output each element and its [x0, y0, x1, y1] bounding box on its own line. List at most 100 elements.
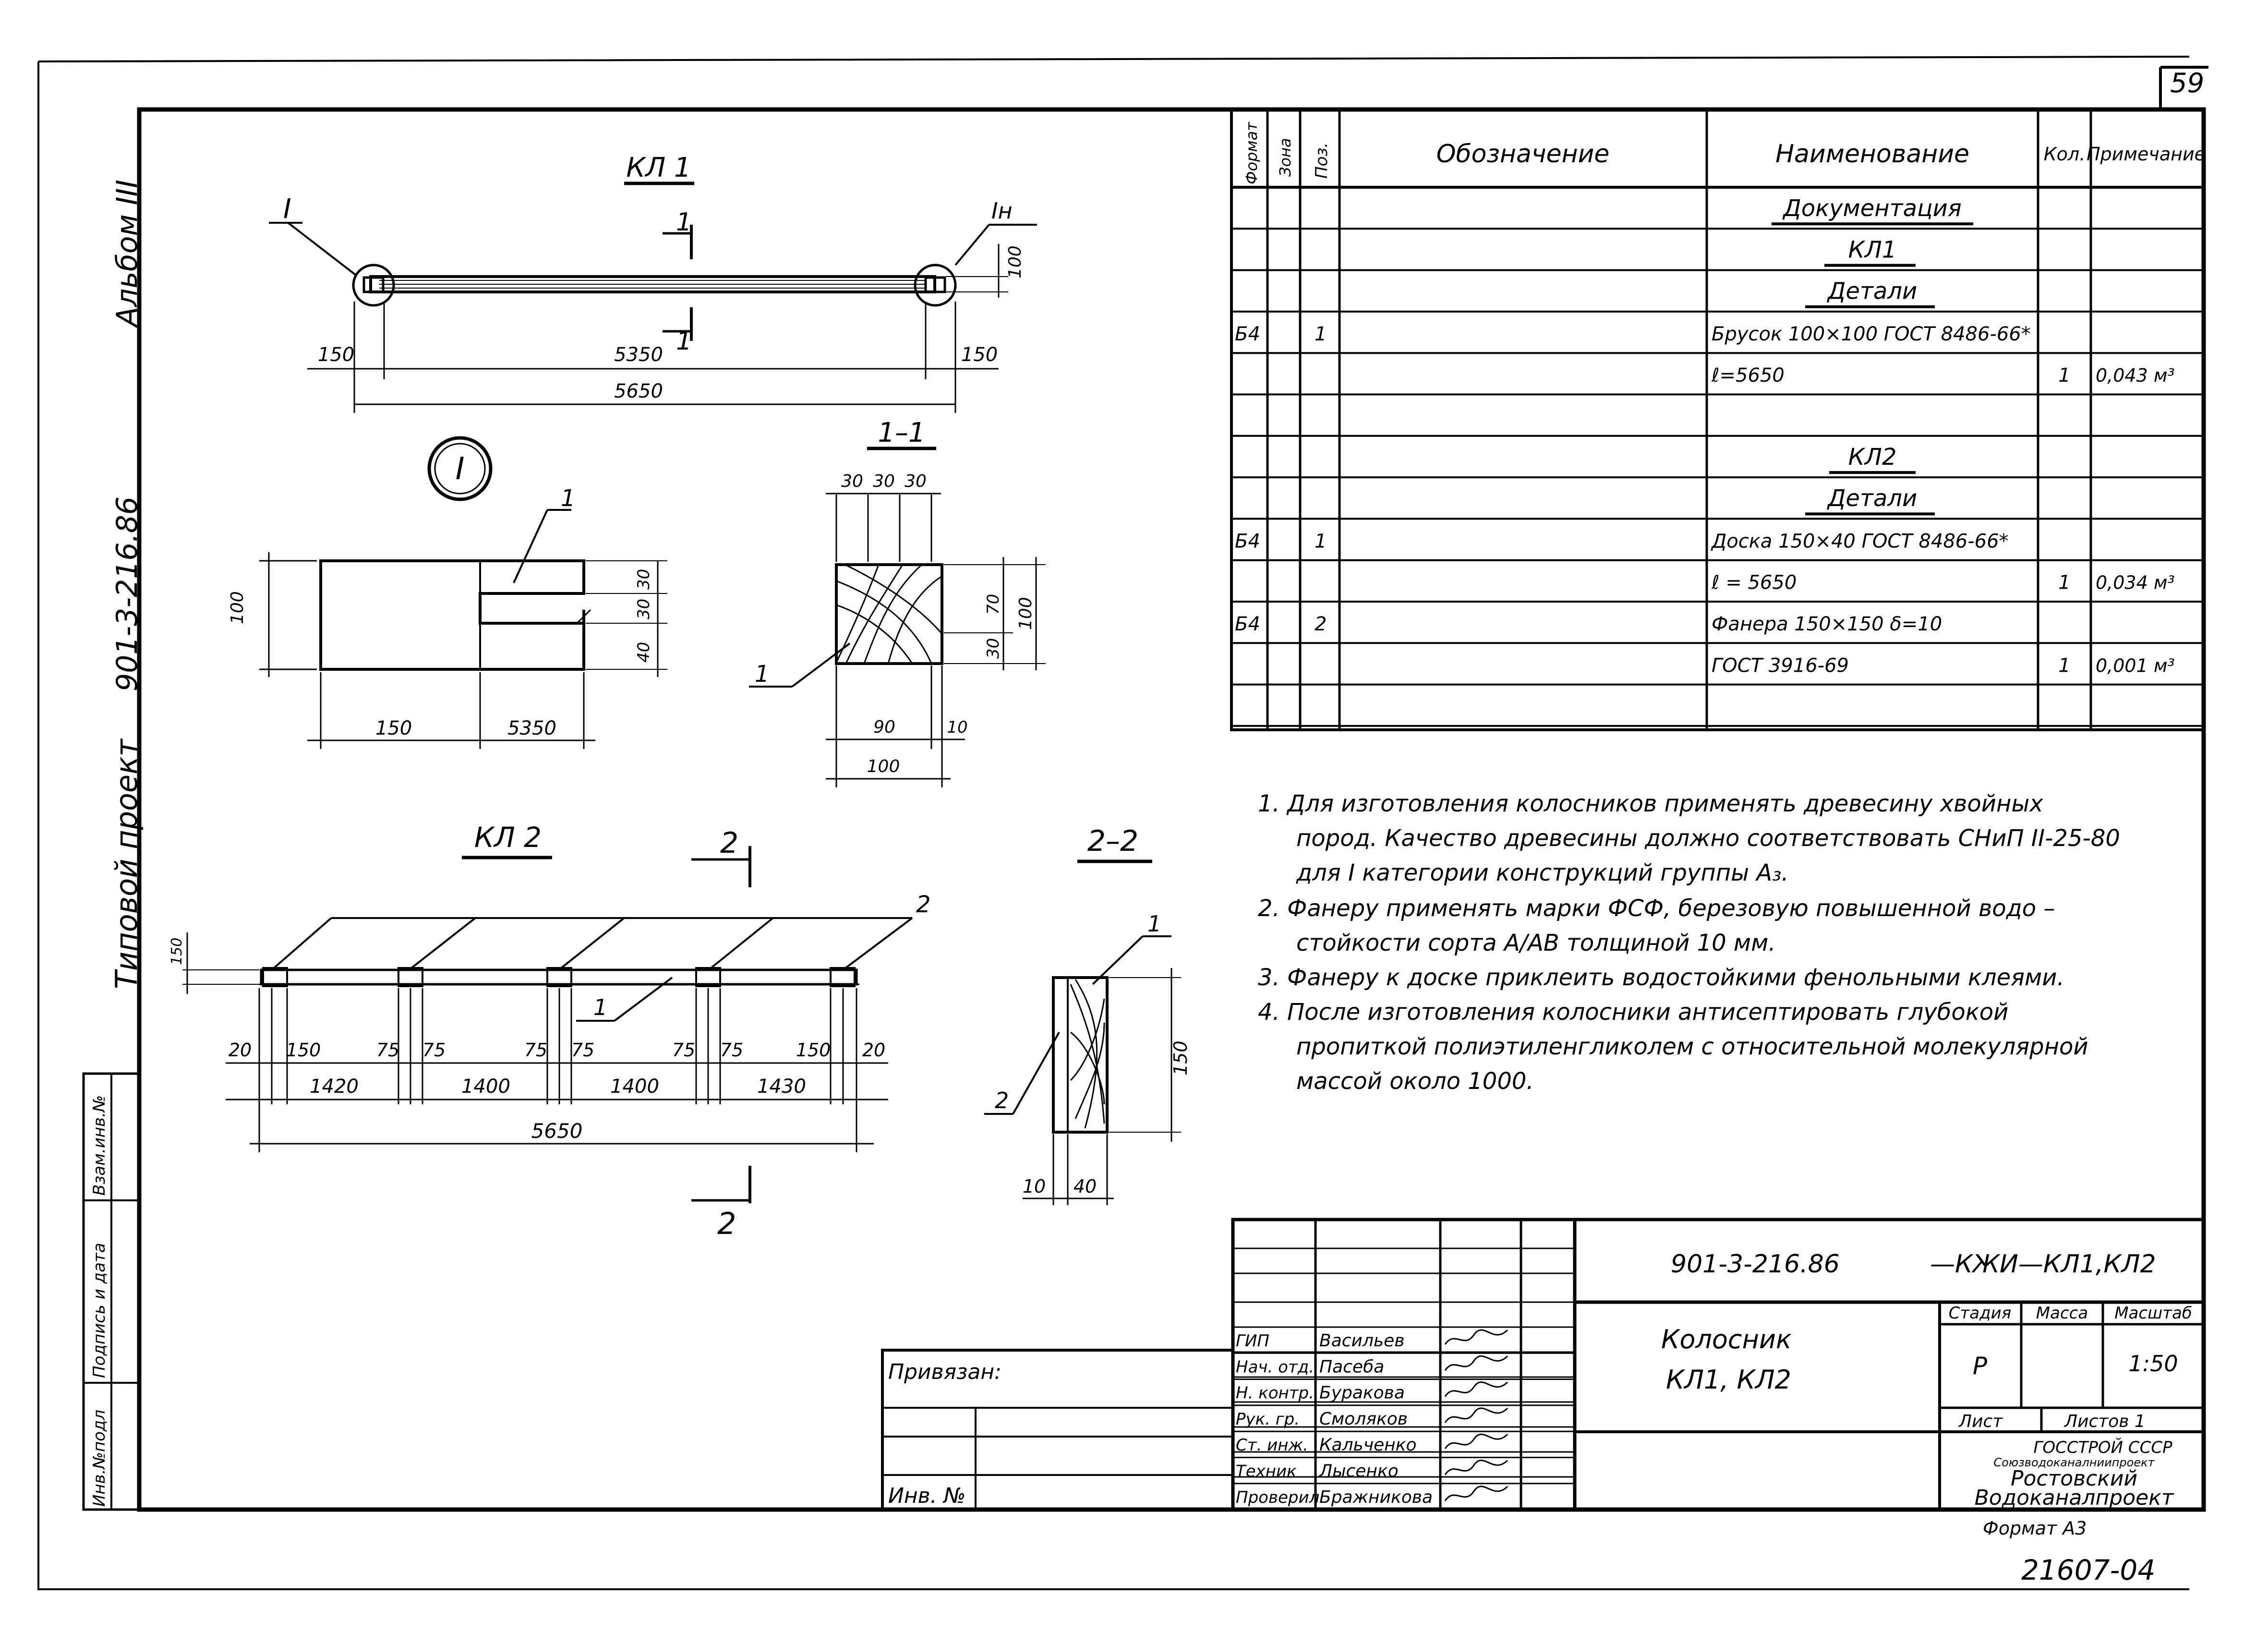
mass-label: Масса [2036, 1304, 2088, 1323]
sec11-dim-30: 30 [984, 638, 1003, 659]
signature [1444, 1433, 1508, 1450]
kl2-dim-row2: 1430 [757, 1076, 806, 1098]
signature [1444, 1355, 1508, 1371]
kl2-dim-row1: 75 [376, 1040, 399, 1061]
trim-frame [37, 56, 2190, 1590]
staff-row: Рук. гр.Смоляков [1236, 1407, 1508, 1429]
staff-name: Пасеба [1319, 1357, 1384, 1377]
sec11-dim-10: 10 [947, 718, 967, 737]
org-line-1: ГОССТРОЙ СССР [2033, 1438, 2172, 1457]
spec-cell-name: КЛ1 [1848, 236, 1897, 263]
section-1-mark-bottom: 1 [676, 327, 692, 356]
spec-cell-name: ℓ = 5650 [1711, 572, 1797, 594]
project-label: Типовой проект [109, 738, 144, 989]
callout-ih: Iн [991, 198, 1013, 224]
kl1-title: КЛ 1 [626, 152, 691, 183]
detail-i-dim-height: 100 [228, 591, 247, 624]
th-designation: Обозначение [1436, 140, 1610, 169]
spec-cell-name: КЛ2 [1848, 444, 1897, 471]
scale-label: Масштаб [2114, 1304, 2192, 1323]
sec22-dim-height: 150 [1170, 1040, 1191, 1076]
kl1-dim-left: 150 [318, 344, 354, 366]
sec22-title: 2–2 [1087, 824, 1138, 858]
project-code-vertical: 901-3-216.86 [110, 496, 144, 691]
kl2-dim-row1: 75 [571, 1040, 594, 1061]
spec-cell-name: Брусок 100×100 ГОСТ 8486-66* [1712, 323, 2031, 345]
detail-i: I 1 100 30 30 40 150 5350 [228, 436, 667, 749]
spec-row: КЛ2 [1829, 444, 1916, 474]
sec22-dim-40: 40 [1074, 1176, 1097, 1197]
kl2-dim-row1: 150 [796, 1040, 831, 1061]
kl1-dim-height: 100 [1005, 245, 1025, 278]
doc-code: 901-3-216.86 [1671, 1250, 1840, 1279]
staff-role: Рук. гр. [1236, 1410, 1300, 1429]
kl2-dim-row2: 1420 [310, 1076, 359, 1098]
spec-cell-name: Доска 150×40 ГОСТ 8486-66* [1711, 530, 2009, 552]
kl2-section-top: 2 [720, 826, 738, 860]
sec11-dim-30c: 30 [905, 471, 927, 491]
spec-cell-pos: 1 [1315, 323, 1327, 345]
sheet-number: 59 [2170, 68, 2204, 99]
stage-label: Стадия [1949, 1304, 2011, 1323]
staff-row: Н. контр.Буракова [1236, 1381, 1508, 1403]
sec22-leader-1: 1 [1147, 911, 1161, 937]
spec-row: Детали [1805, 485, 1935, 516]
org-line-3: Ростовский [2011, 1466, 2137, 1491]
kl2-leader-2: 2 [916, 891, 931, 918]
strip-vzam: Взам.инв.№ [90, 1095, 109, 1196]
album-label: Альбом III [110, 180, 144, 328]
sec11-title: 1–1 [878, 417, 925, 448]
th-qty: Кол. [2044, 144, 2086, 165]
inv-label: Инв. № [888, 1484, 965, 1508]
stage-value: Р [1973, 1352, 1988, 1380]
kl1-dim-middle: 5350 [614, 344, 663, 366]
tied-label: Привязан: [888, 1360, 1001, 1384]
kl2-dim-row1: 75 [422, 1040, 446, 1061]
th-name: Наименование [1775, 140, 1969, 169]
scale-value: 1:50 [2128, 1351, 2178, 1377]
staff-row: Ст. инж.Кальченко [1236, 1433, 1508, 1455]
spec-cell-pos: 1 [1315, 530, 1327, 552]
kl2-dim-row1: 75 [672, 1040, 695, 1061]
spec-row: Документация [1772, 195, 1973, 226]
spec-cell-name: ГОСТ 3916-69 [1712, 654, 1849, 677]
sec22-dim-10: 10 [1023, 1176, 1046, 1197]
kl2-dim-row2: 1400 [461, 1076, 510, 1098]
kl2-dim-row1: 20 [229, 1040, 252, 1061]
sec11-dim-70: 70 [984, 594, 1003, 615]
doc-mark: —КЖИ—КЛ1,КЛ2 [1930, 1250, 2156, 1279]
note-line: пород. Качество древесины должно соответ… [1296, 825, 2120, 852]
note-line: 1. Для изготовления колосников применять… [1258, 790, 2043, 817]
doc-name-2: КЛ1, КЛ2 [1666, 1365, 1791, 1395]
spec-cell-note: 0,043 м³ [2096, 365, 2175, 386]
sec22-leader-2: 2 [995, 1088, 1009, 1113]
signature [1444, 1329, 1508, 1345]
kl2-dim-row1: 20 [862, 1040, 885, 1061]
kl1-elevation: КЛ 1 I Iн 1 1 100 [269, 152, 1037, 413]
notes-block: 1. Для изготовления колосников применять… [1258, 790, 2120, 1095]
th-pos: Поз. [1312, 143, 1331, 179]
sec11-dim-90: 90 [873, 717, 895, 737]
note-line: 4. После изготовления колосники антисепт… [1258, 999, 2008, 1026]
sec11-dim-30b: 30 [873, 471, 895, 491]
doc-name-1: Колосник [1661, 1324, 1792, 1354]
kl2-dim-total: 5650 [531, 1119, 583, 1143]
kl2-leader-1: 1 [593, 994, 607, 1020]
kl1-dim-total: 5650 [614, 380, 663, 402]
section-2-2: 2–2 1 2 150 10 40 [984, 824, 1191, 1205]
spec-cell-pos: 2 [1315, 613, 1327, 635]
note-line: массой около 1000. [1296, 1068, 1534, 1095]
detail-i-leader: 1 [561, 485, 576, 512]
sheet-label: Лист [1958, 1412, 2003, 1431]
detail-i-dim-40: 40 [634, 642, 653, 663]
note-line: стойкости сорта А/АВ толщиной 10 мм. [1296, 930, 1776, 956]
staff-role: Нач. отд. [1236, 1357, 1314, 1377]
signature [1444, 1407, 1508, 1423]
